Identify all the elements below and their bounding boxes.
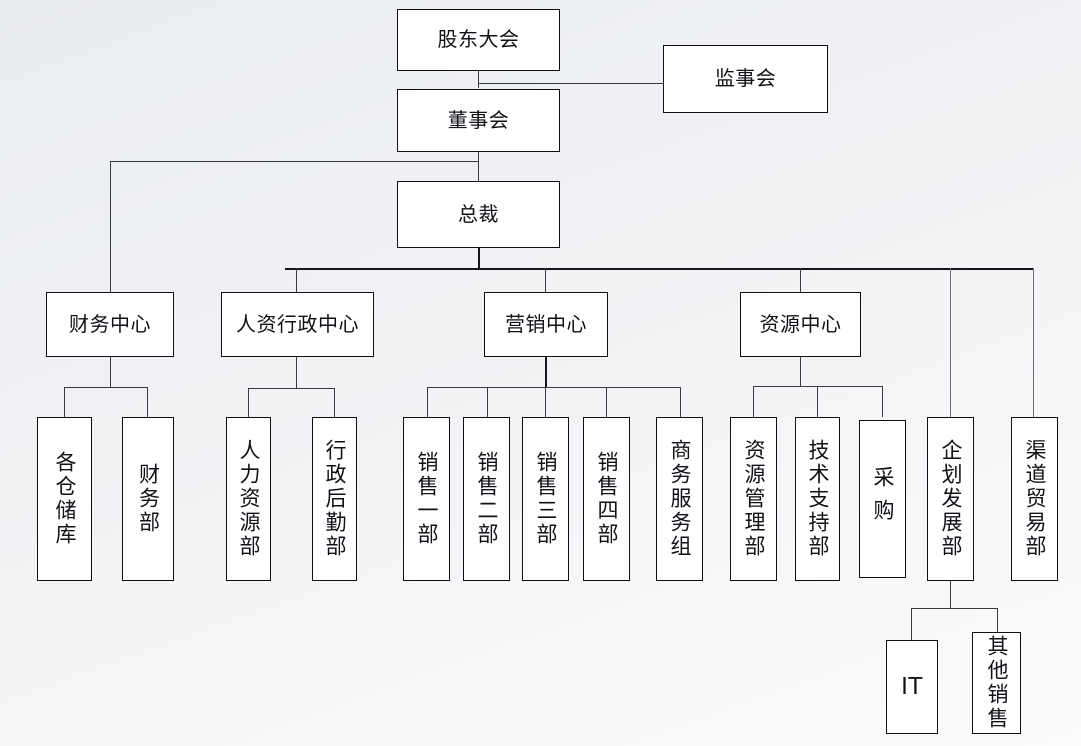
node-label: 各仓储库 <box>53 451 77 547</box>
edge-marketing-to-sales4 <box>606 387 607 417</box>
edge-bus-to-hr-center <box>296 268 297 292</box>
node-warehouses[interactable]: 各仓储库 <box>37 417 92 581</box>
node-label: 行政后勤部 <box>323 439 347 559</box>
edge-hr-to-admin-dept <box>334 388 335 417</box>
node-sales-dept-1[interactable]: 销售一部 <box>403 417 450 581</box>
edge-marketing-to-sales2 <box>487 387 488 417</box>
node-label: 采购 <box>871 466 895 532</box>
node-label: 企划发展部 <box>939 439 963 559</box>
node-label: 技术支持部 <box>806 439 830 559</box>
edge-bus-to-planning-dept <box>950 268 951 417</box>
node-human-resources-dept[interactable]: 人力资源部 <box>226 417 271 581</box>
node-planning-development-dept[interactable]: 企划发展部 <box>927 417 974 581</box>
node-label: 人资行政中心 <box>236 311 359 336</box>
node-label: IT <box>901 673 923 700</box>
edge-finance-to-warehouses <box>64 387 65 417</box>
node-business-service-group[interactable]: 商务服务组 <box>656 417 703 581</box>
edge-president-stem <box>478 248 480 269</box>
node-label: 销售三部 <box>534 451 558 547</box>
edge-president-bus <box>285 268 1034 270</box>
edge-resource-to-tech-support <box>817 386 818 417</box>
node-technical-support-dept[interactable]: 技术支持部 <box>795 417 840 581</box>
edge-resource-to-resource-mgmt <box>753 386 754 417</box>
node-marketing-center[interactable]: 营销中心 <box>484 292 608 357</box>
node-shareholders-meeting[interactable]: 股东大会 <box>397 9 560 71</box>
node-supervisory-board[interactable]: 监事会 <box>663 45 828 113</box>
edge-shareholders-to-board <box>478 70 479 88</box>
edge-marketing-to-sales3 <box>545 387 546 417</box>
edge-board-to-finance-drop <box>110 161 111 292</box>
edge-planning-to-other-sales <box>997 608 998 632</box>
node-other-sales[interactable]: 其他销售 <box>972 632 1021 734</box>
node-it[interactable]: IT <box>886 640 938 734</box>
node-sales-dept-4[interactable]: 销售四部 <box>583 417 630 581</box>
edge-planning-bus <box>911 608 998 609</box>
node-label: 财务部 <box>136 463 161 535</box>
node-channel-trade-dept[interactable]: 渠道贸易部 <box>1011 417 1058 581</box>
edge-hr-center-bus <box>248 388 335 389</box>
edge-finance-center-bus <box>64 387 147 388</box>
node-label: 资源中心 <box>759 311 842 336</box>
edge-board-to-president <box>478 152 479 182</box>
node-label: 商务服务组 <box>668 439 692 559</box>
edge-shareholders-to-supervisory <box>478 83 664 84</box>
edge-marketing-center-bus <box>427 387 680 388</box>
edge-planning-to-it <box>911 608 912 640</box>
node-label: 人力资源部 <box>237 439 261 559</box>
node-board-of-directors[interactable]: 董事会 <box>397 89 560 152</box>
node-label: 总裁 <box>458 201 499 226</box>
edge-marketing-to-sales1 <box>427 387 428 417</box>
node-resource-center[interactable]: 资源中心 <box>740 292 861 357</box>
node-sales-dept-2[interactable]: 销售二部 <box>463 417 510 581</box>
edge-board-to-finance-bus <box>110 161 479 162</box>
edge-planning-stem <box>950 581 951 608</box>
node-sales-dept-3[interactable]: 销售三部 <box>522 417 569 581</box>
edge-bus-to-resource-center <box>800 268 801 292</box>
node-label: 营销中心 <box>505 311 587 336</box>
node-label: 渠道贸易部 <box>1023 439 1047 559</box>
edge-finance-to-finance-dept <box>147 387 148 417</box>
node-hr-admin-center[interactable]: 人资行政中心 <box>221 292 374 357</box>
edge-hr-center-stem <box>296 357 297 388</box>
node-resource-management-dept[interactable]: 资源管理部 <box>730 417 777 581</box>
edge-resource-center-stem <box>800 357 801 386</box>
edge-bus-to-marketing-center <box>545 268 546 292</box>
edge-hr-to-hr-dept <box>248 388 249 417</box>
node-label: 其他销售 <box>985 635 1009 731</box>
node-label: 销售一部 <box>415 451 439 547</box>
node-label: 股东大会 <box>437 27 520 52</box>
node-admin-logistics-dept[interactable]: 行政后勤部 <box>312 417 357 581</box>
node-president[interactable]: 总裁 <box>397 181 560 248</box>
edge-marketing-to-business-group <box>680 387 681 417</box>
edge-finance-center-stem <box>110 357 111 387</box>
node-procurement[interactable]: 采购 <box>859 420 906 578</box>
node-label: 销售二部 <box>475 451 499 547</box>
edge-resource-to-procurement <box>882 386 883 417</box>
node-label: 资源管理部 <box>742 439 766 559</box>
node-label: 财务中心 <box>69 311 151 336</box>
edge-bus-to-channel-dept <box>1033 268 1034 417</box>
node-label: 董事会 <box>447 107 510 132</box>
edge-marketing-center-stem <box>545 357 547 387</box>
node-label: 销售四部 <box>595 451 619 547</box>
node-finance-center[interactable]: 财务中心 <box>46 292 174 357</box>
node-finance-dept[interactable]: 财务部 <box>122 417 174 581</box>
node-label: 监事会 <box>714 66 777 91</box>
